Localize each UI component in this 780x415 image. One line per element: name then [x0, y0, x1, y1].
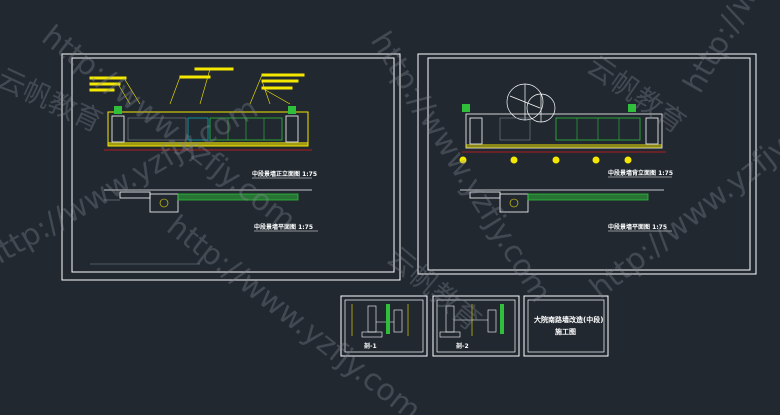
title-block-title: 大院南路墙改造(中段) — [534, 315, 603, 324]
right-elevation-title: 中段景墙背立面图 1:75 — [608, 169, 673, 177]
detail-sheet-b[interactable]: 剖-2 — [432, 295, 520, 357]
watermark-url-6: http://www.yzfjy.com — [677, 0, 780, 99]
left-elevation-title: 中段景墙正立面图 1:75 — [252, 170, 317, 178]
detail-b-green-member — [500, 304, 504, 334]
detail-a-label: 剖-1 — [364, 342, 377, 350]
left-wall-plan — [104, 189, 312, 213]
grid-markers — [459, 156, 632, 164]
left-sheet[interactable]: 中段景墙正立面图 1:75 中段景墙平面图 1:75 — [61, 53, 401, 281]
right-plan-title: 中段景墙平面图 1:75 — [608, 223, 667, 231]
tree-symbols — [506, 83, 556, 123]
detail-b-label: 剖-2 — [456, 342, 469, 350]
title-block[interactable]: 大院南路墙改造(中段) 施工图 — [523, 295, 609, 357]
left-wall-elevation — [104, 106, 312, 151]
left-annotation-leaders — [89, 67, 305, 105]
right-wall-elevation — [462, 104, 666, 153]
left-plan-title: 中段景墙平面图 1:75 — [254, 223, 313, 231]
detail-sheet-a[interactable]: 剖-1 — [340, 295, 428, 357]
detail-a-green-member — [386, 304, 390, 334]
right-sheet[interactable]: 中段景墙背立面图 1:75 中段景墙平面图 1:75 — [417, 53, 757, 275]
watermark-brand-3: 云帆教育 — [381, 240, 488, 337]
detail-b-section — [439, 305, 497, 338]
right-wall-plan — [460, 189, 664, 213]
detail-a-section — [361, 305, 403, 338]
watermark-brand-2: 云帆教育 — [581, 49, 692, 140]
title-block-subtitle: 施工图 — [555, 327, 576, 336]
